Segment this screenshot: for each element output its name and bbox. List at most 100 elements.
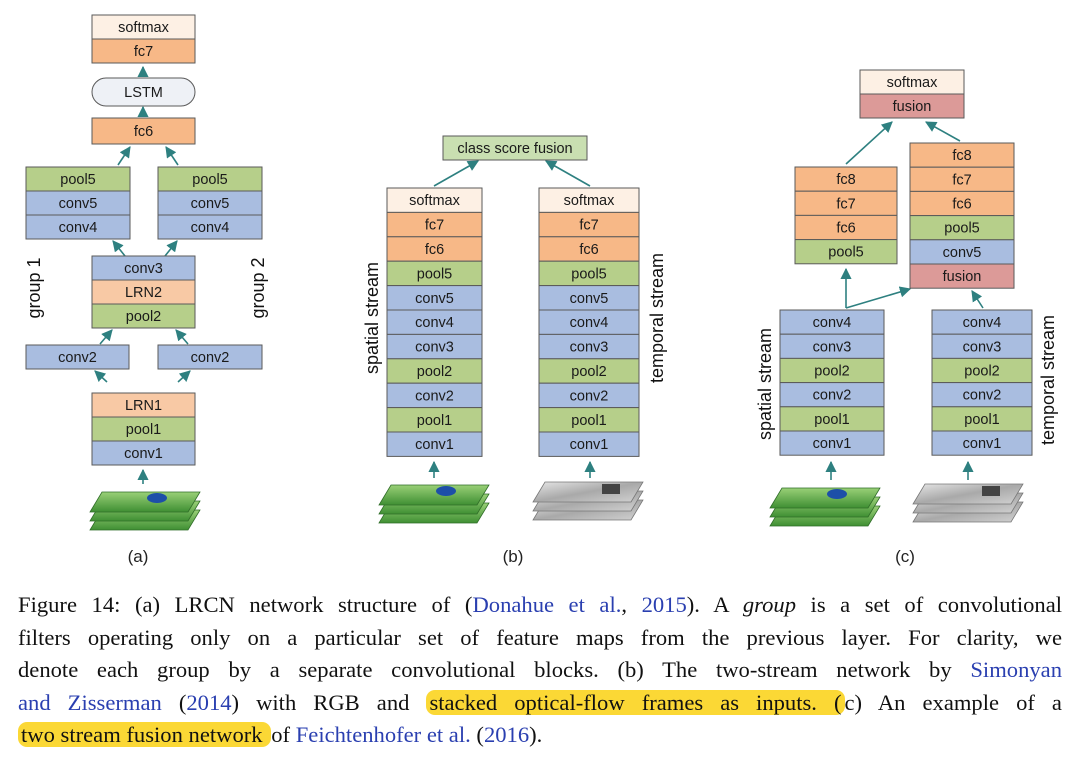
caption-text: ) with RGB and bbox=[231, 689, 427, 715]
caption-line-5: two stream fusion network of Feichtenhof… bbox=[18, 719, 1062, 752]
citation-link-feichtenhofer[interactable]: Feichtenhofer et al. bbox=[295, 722, 471, 747]
c-right-pool5-label: pool5 bbox=[944, 221, 979, 237]
b-temporal-pool5: pool5 bbox=[538, 260, 640, 287]
b-temporal-conv5: conv5 bbox=[538, 285, 640, 311]
a-conv2-right: conv2 bbox=[157, 344, 263, 370]
c-right-fusion-label: fusion bbox=[943, 269, 982, 285]
citation-year-link-2016[interactable]: 2016 bbox=[483, 722, 530, 747]
c-spatial-pool2: pool2 bbox=[779, 357, 885, 384]
a-softmax-layer: softmax bbox=[91, 14, 196, 40]
a-group2-conv4-label: conv4 bbox=[191, 220, 230, 236]
b-temporal-conv1: conv1 bbox=[538, 431, 640, 457]
a-group2-pool5: pool5 bbox=[157, 166, 263, 192]
c-temporal-pool2: pool2 bbox=[931, 357, 1033, 384]
b-spatial-conv1-label: conv1 bbox=[415, 437, 454, 453]
caption-text: ( bbox=[470, 722, 484, 747]
b-temporal-conv3-label: conv3 bbox=[570, 340, 609, 356]
citation-link-simonyan[interactable]: Simonyan bbox=[970, 657, 1062, 682]
c-spatial-conv1: conv1 bbox=[779, 430, 885, 456]
c-temporal-conv4: conv4 bbox=[931, 309, 1033, 335]
b-spatial-fc7-label: fc7 bbox=[425, 218, 444, 234]
c-spatial-conv3: conv3 bbox=[779, 333, 885, 359]
a-bottom-pool1: pool1 bbox=[91, 416, 196, 442]
c-temporal-conv3: conv3 bbox=[931, 333, 1033, 359]
b-temporal-conv1-label: conv1 bbox=[570, 437, 609, 453]
c-left-pool5: pool5 bbox=[794, 239, 898, 265]
b-spatial-conv4-label: conv4 bbox=[415, 315, 454, 331]
caption-text: ( bbox=[161, 689, 187, 715]
a-mid-lrn2: LRN2 bbox=[91, 279, 196, 305]
b-spatial-fc6-label: fc6 bbox=[425, 242, 444, 258]
b-temporal-pool2-label: pool2 bbox=[571, 364, 606, 380]
b-spatial-conv3: conv3 bbox=[386, 333, 483, 360]
a-bottom-conv1: conv1 bbox=[91, 440, 196, 466]
a-bottom-lrn1: LRN1 bbox=[91, 392, 196, 418]
b-spatial-conv2: conv2 bbox=[386, 382, 483, 409]
c-right-fusion: fusion bbox=[909, 263, 1015, 289]
b-spatial-pool2-label: pool2 bbox=[417, 364, 452, 380]
a-fc7-layer: fc7 bbox=[91, 38, 196, 64]
b-temporal-fc7: fc7 bbox=[538, 211, 640, 238]
caption-text: c) An example of a bbox=[844, 689, 1062, 715]
a-bottom-conv1-label: conv1 bbox=[124, 446, 163, 462]
caption-line-1: Figure 14: (a) LRCN network structure of… bbox=[18, 589, 1062, 622]
b-temporal-fc7-label: fc7 bbox=[579, 218, 598, 234]
c-spatial-conv4-label: conv4 bbox=[813, 315, 852, 331]
panel-b-label: (b) bbox=[503, 547, 524, 566]
c-right-pool5: pool5 bbox=[909, 215, 1015, 241]
diagram-arrows bbox=[94, 65, 984, 484]
a-mid-pool2-label: pool2 bbox=[126, 309, 161, 325]
b-flow-input-frames bbox=[532, 481, 644, 521]
b-temporal-fc6-label: fc6 bbox=[579, 242, 598, 258]
a-group1-conv4: conv4 bbox=[25, 214, 131, 240]
c-spatial-conv4: conv4 bbox=[779, 309, 885, 335]
b-spatial-fc6: fc6 bbox=[386, 236, 483, 262]
b-temporal-softmax: softmax bbox=[538, 187, 640, 213]
caption-emphasis: group bbox=[742, 592, 797, 617]
c-softmax-layer-label: softmax bbox=[887, 75, 939, 91]
caption-text: ). A bbox=[686, 592, 743, 617]
c-spatial-pool1: pool1 bbox=[779, 406, 885, 432]
b-temporal-conv5-label: conv5 bbox=[570, 291, 609, 307]
caption-text: is a set of convolutional bbox=[796, 592, 1063, 617]
c-temporal-conv4-label: conv4 bbox=[963, 315, 1002, 331]
citation-link-zisserman[interactable]: and Zisserman bbox=[18, 689, 162, 715]
b-temporal-pool1: pool1 bbox=[538, 407, 640, 433]
c-temporal-pool1: pool1 bbox=[931, 406, 1033, 432]
c-flow-input-frames bbox=[912, 483, 1024, 523]
a-mid-conv3: conv3 bbox=[91, 255, 196, 281]
a-rgb-input-frames bbox=[89, 491, 201, 531]
c-temporal-conv2-label: conv2 bbox=[963, 388, 1002, 404]
c-spatial-conv1-label: conv1 bbox=[813, 436, 852, 452]
a-fc7-layer-label: fc7 bbox=[134, 44, 153, 60]
a-mid-conv3-label: conv3 bbox=[124, 261, 163, 277]
c-fusion-top: fusion bbox=[859, 93, 965, 119]
b-temporal-pool5-label: pool5 bbox=[571, 266, 606, 282]
c-spatial-pool1-label: pool1 bbox=[814, 412, 849, 428]
c-temporal-conv3-label: conv3 bbox=[963, 339, 1002, 355]
b-spatial-conv1: conv1 bbox=[386, 431, 483, 457]
c-spatial-conv2-label: conv2 bbox=[813, 388, 852, 404]
c-fusion-top-label: fusion bbox=[893, 99, 932, 115]
b-temporal-conv4-label: conv4 bbox=[570, 315, 609, 331]
caption-text: ). bbox=[529, 722, 543, 747]
b-class-score-fusion-label: class score fusion bbox=[457, 141, 572, 157]
a-conv2-left-label: conv2 bbox=[58, 350, 97, 366]
a-lstm-layer-label: LSTM bbox=[124, 85, 163, 101]
a-group1-pool5: pool5 bbox=[25, 166, 131, 192]
citation-link-donahue[interactable]: Donahue et al. bbox=[472, 592, 622, 617]
a-group2-pool5-label: pool5 bbox=[192, 172, 227, 188]
b-temporal-stream-label: temporal stream bbox=[647, 253, 667, 383]
c-temporal-conv1: conv1 bbox=[931, 430, 1033, 456]
c-spatial-conv2: conv2 bbox=[779, 382, 885, 408]
c-left-fc8-label: fc8 bbox=[836, 172, 855, 188]
citation-year-link-2015[interactable]: 2015 bbox=[641, 592, 687, 617]
b-spatial-fc7: fc7 bbox=[386, 211, 483, 238]
b-spatial-softmax-label: softmax bbox=[409, 193, 461, 209]
c-right-fc8: fc8 bbox=[909, 142, 1015, 168]
c-right-fc7: fc7 bbox=[909, 166, 1015, 192]
a-softmax-layer-label: softmax bbox=[118, 20, 170, 36]
c-left-fc8: fc8 bbox=[794, 166, 898, 192]
c-temporal-pool1-label: pool1 bbox=[964, 412, 999, 428]
citation-year-link-2014[interactable]: 2014 bbox=[186, 689, 232, 715]
